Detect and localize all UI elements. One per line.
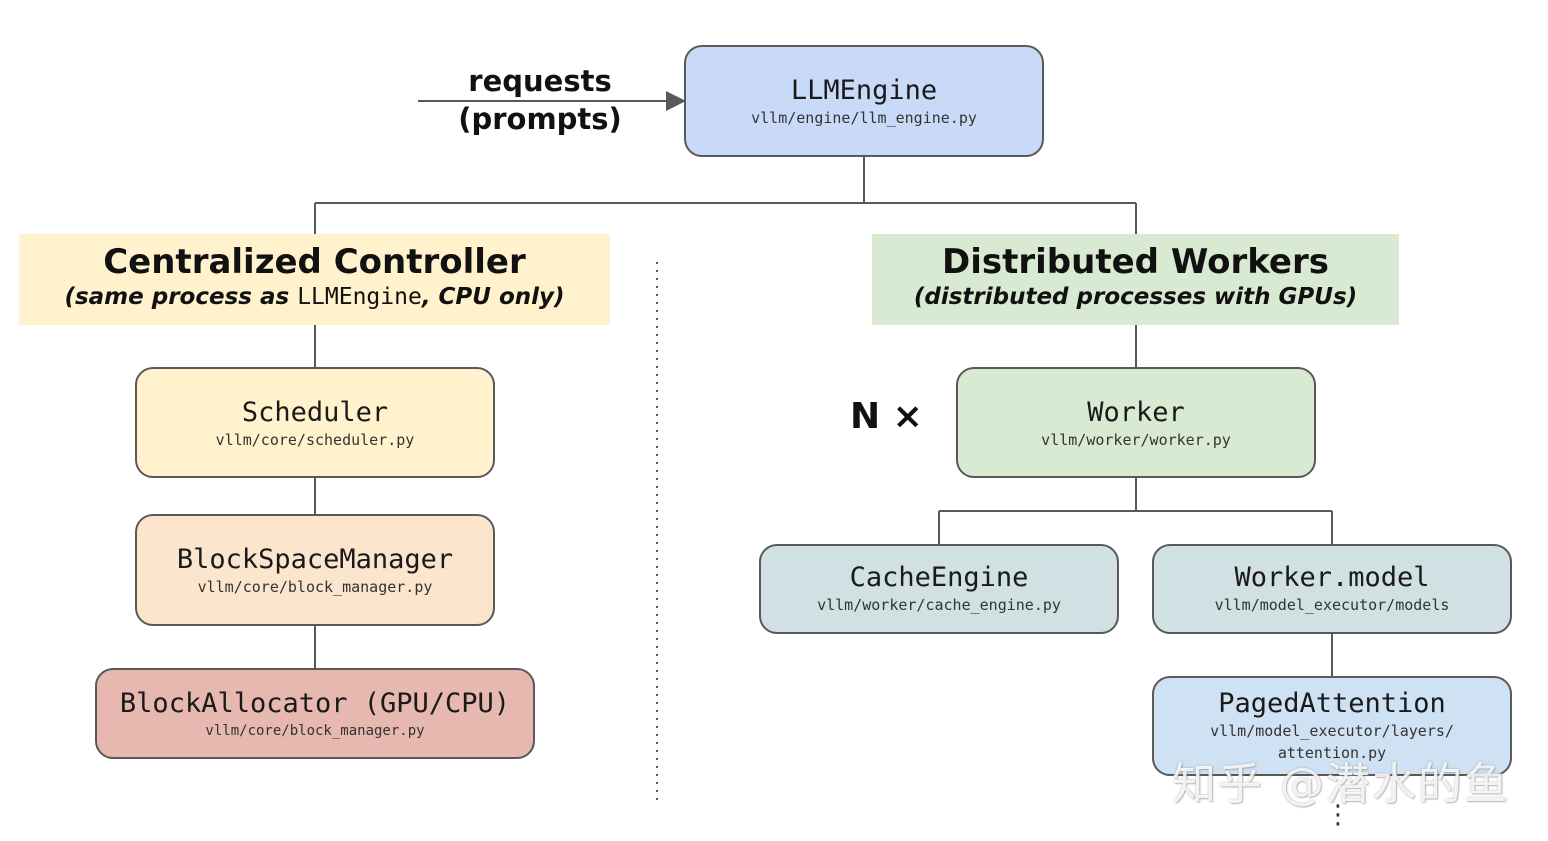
more-layers-indicator: ⋮ (1325, 800, 1351, 830)
block-space-manager-title: BlockSpaceManager (176, 544, 454, 575)
centralized-controller-heading: Centralized Controller (103, 242, 526, 282)
paged-attention-path-line1: vllm/model_executor/layers/ (1210, 722, 1454, 740)
llm-engine-node: LLMEngine vllm/engine/llm_engine.py (684, 45, 1044, 157)
llm-engine-title: LLMEngine (790, 75, 938, 106)
centralized-controller-subtitle: (same process as LLMEngine, CPU only) (19, 282, 610, 312)
block-space-manager-node: BlockSpaceManager vllm/core/block_manage… (135, 514, 495, 626)
centralized-controller-header: Centralized Controller (same process as … (19, 234, 610, 325)
n-multiplier-label: N × (850, 396, 923, 437)
cache-engine-title: CacheEngine (849, 562, 1029, 593)
distributed-workers-header: Distributed Workers (distributed process… (872, 234, 1399, 325)
paged-attention-node: PagedAttention vllm/model_executor/layer… (1152, 676, 1512, 776)
scheduler-title: Scheduler (241, 397, 389, 428)
controller-sub-post: , CPU only) (421, 284, 565, 310)
requests-label-line2: (prompts) (458, 102, 622, 136)
controller-sub-pre: (same process as (64, 284, 298, 310)
controller-sub-mono: LLMEngine (297, 284, 422, 310)
distributed-workers-subtitle: (distributed processes with GPUs) (913, 284, 1358, 310)
paged-attention-title: PagedAttention (1218, 688, 1446, 719)
worker-model-node: Worker.model vllm/model_executor/models (1152, 544, 1512, 634)
scheduler-path: vllm/core/scheduler.py (215, 431, 415, 449)
distributed-workers-heading: Distributed Workers (942, 242, 1329, 282)
worker-node: Worker vllm/worker/worker.py (956, 367, 1316, 478)
block-allocator-path: vllm/core/block_manager.py (205, 723, 425, 739)
cache-engine-path: vllm/worker/cache_engine.py (817, 596, 1061, 614)
scheduler-node: Scheduler vllm/core/scheduler.py (135, 367, 495, 478)
zhihu-watermark: 知乎 @潜水的鱼 (1172, 759, 1510, 810)
requests-label-line1: requests (468, 64, 612, 98)
llm-engine-path: vllm/engine/llm_engine.py (751, 109, 977, 127)
worker-path: vllm/worker/worker.py (1041, 431, 1231, 449)
block-space-manager-path: vllm/core/block_manager.py (197, 578, 433, 596)
block-allocator-title: BlockAllocator (GPU/CPU) (119, 688, 511, 719)
worker-model-path: vllm/model_executor/models (1214, 596, 1450, 614)
worker-model-title: Worker.model (1234, 562, 1430, 593)
worker-title: Worker (1087, 397, 1185, 428)
requests-label: requests (prompts) (440, 62, 640, 138)
block-allocator-node: BlockAllocator (GPU/CPU) vllm/core/block… (95, 668, 535, 759)
paged-attention-path-line2: attention.py (1277, 744, 1387, 762)
cache-engine-node: CacheEngine vllm/worker/cache_engine.py (759, 544, 1119, 634)
